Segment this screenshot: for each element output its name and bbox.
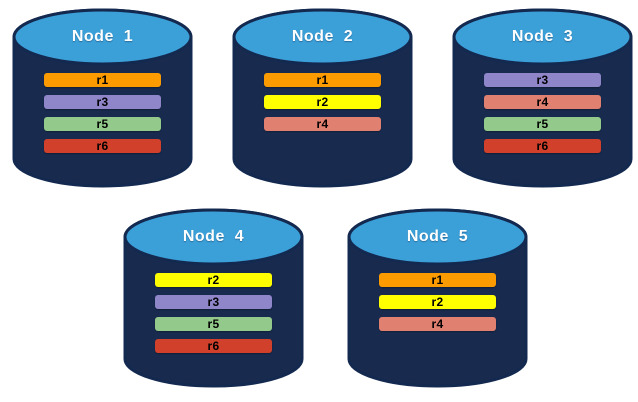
replica-bar-r4[interactable]: r4 bbox=[484, 95, 601, 109]
replica-bar-r6[interactable]: r6 bbox=[44, 139, 161, 153]
replica-list: r3 r4 r5 r6 bbox=[452, 73, 633, 153]
replica-bar-r4[interactable]: r4 bbox=[379, 317, 496, 331]
replica-bar-r4[interactable]: r4 bbox=[264, 117, 381, 131]
replica-bar-r5[interactable]: r5 bbox=[484, 117, 601, 131]
replica-bar-r1[interactable]: r1 bbox=[379, 273, 496, 287]
replica-bar-r3[interactable]: r3 bbox=[155, 295, 272, 309]
cylinder-top-disc bbox=[12, 8, 193, 66]
cylinder-top-disc bbox=[452, 8, 633, 66]
replica-list: r1 r3 r5 r6 bbox=[12, 73, 193, 153]
replica-list: r1 r2 r4 bbox=[232, 73, 413, 131]
replica-list: r2 r3 r5 r6 bbox=[123, 273, 304, 353]
cylinder-top-disc bbox=[232, 8, 413, 66]
replica-bar-r1[interactable]: r1 bbox=[264, 73, 381, 87]
replica-bar-r3[interactable]: r3 bbox=[484, 73, 601, 87]
replica-bar-r5[interactable]: r5 bbox=[44, 117, 161, 131]
replica-bar-r3[interactable]: r3 bbox=[44, 95, 161, 109]
replica-bar-r5[interactable]: r5 bbox=[155, 317, 272, 331]
replica-list: r1 r2 r4 bbox=[347, 273, 528, 331]
cylinder-top-disc bbox=[347, 208, 528, 266]
cylinder-top-disc bbox=[123, 208, 304, 266]
replica-bar-r6[interactable]: r6 bbox=[484, 139, 601, 153]
replica-bar-r1[interactable]: r1 bbox=[44, 73, 161, 87]
replica-bar-r2[interactable]: r2 bbox=[264, 95, 381, 109]
replica-bar-r2[interactable]: r2 bbox=[379, 295, 496, 309]
replica-bar-r2[interactable]: r2 bbox=[155, 273, 272, 287]
replica-bar-r6[interactable]: r6 bbox=[155, 339, 272, 353]
